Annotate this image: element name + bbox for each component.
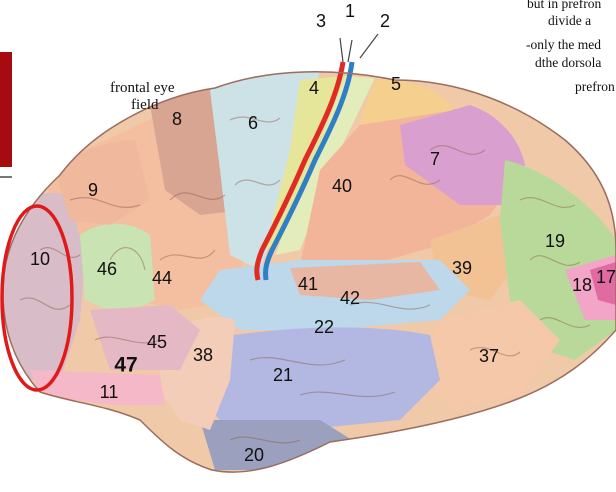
area-label-40: 40 bbox=[332, 176, 352, 196]
note-line-2: divide a bbox=[548, 13, 592, 28]
slide-accent-bar bbox=[0, 52, 12, 167]
area-label-4: 4 bbox=[309, 78, 319, 98]
area-label-46: 46 bbox=[97, 259, 117, 279]
area-label-44: 44 bbox=[152, 268, 172, 288]
area-label-47: 47 bbox=[114, 354, 137, 377]
area-label-2: 2 bbox=[380, 11, 390, 31]
area-label-6: 6 bbox=[248, 113, 258, 133]
region-area-21 bbox=[190, 327, 440, 430]
area-label-17: 17 bbox=[596, 267, 616, 287]
note-line-5: prefron bbox=[575, 79, 615, 94]
area-label-9: 9 bbox=[88, 180, 98, 200]
area-label-22: 22 bbox=[314, 317, 334, 337]
region-area-9 bbox=[55, 140, 150, 225]
area-label-41: 41 bbox=[298, 274, 318, 294]
area-label-10: 10 bbox=[30, 249, 50, 269]
label-leader-lines bbox=[339, 37, 353, 63]
region-area-17 bbox=[590, 262, 616, 305]
region-area-6 bbox=[210, 71, 320, 270]
area-label-7: 7 bbox=[430, 149, 440, 169]
area-label-19: 19 bbox=[545, 231, 565, 251]
area-label-1: 1 bbox=[345, 1, 355, 21]
gyri-texture bbox=[19, 116, 591, 444]
area-label-3: 3 bbox=[316, 11, 326, 31]
area-label-39: 39 bbox=[452, 258, 472, 278]
central-sulcus-red bbox=[254, 61, 346, 281]
central-sulcus-blue bbox=[263, 61, 355, 281]
region-area-42 bbox=[290, 262, 440, 300]
note-line-3: -only the med bbox=[526, 37, 601, 52]
note-line-1: but in prefron bbox=[527, 0, 602, 11]
region-area-37 bbox=[420, 300, 560, 410]
area-label-20: 20 bbox=[244, 445, 264, 465]
area-label-21: 21 bbox=[273, 365, 293, 385]
region-area-45 bbox=[90, 305, 200, 370]
area-label-8: 8 bbox=[172, 109, 182, 129]
frontal-pole-highlight bbox=[0, 204, 74, 392]
caption-line-2: field bbox=[131, 97, 159, 113]
slide-divider-line bbox=[0, 176, 12, 178]
area-label-5: 5 bbox=[391, 74, 401, 94]
caption-line-1: frontal eye bbox=[110, 80, 175, 96]
region-area-7 bbox=[400, 105, 525, 205]
area-label-37: 37 bbox=[479, 346, 499, 366]
area-label-18: 18 bbox=[572, 275, 592, 295]
area-label-45: 45 bbox=[147, 332, 167, 352]
note-line-4: dthe dorsola bbox=[535, 55, 602, 70]
region-area-46 bbox=[80, 223, 155, 315]
label-leader-line-2 bbox=[359, 33, 379, 59]
area-label-11: 11 bbox=[100, 382, 119, 402]
region-area-11 bbox=[30, 370, 165, 405]
area-label-38: 38 bbox=[193, 345, 213, 365]
area-label-42: 42 bbox=[340, 288, 360, 308]
